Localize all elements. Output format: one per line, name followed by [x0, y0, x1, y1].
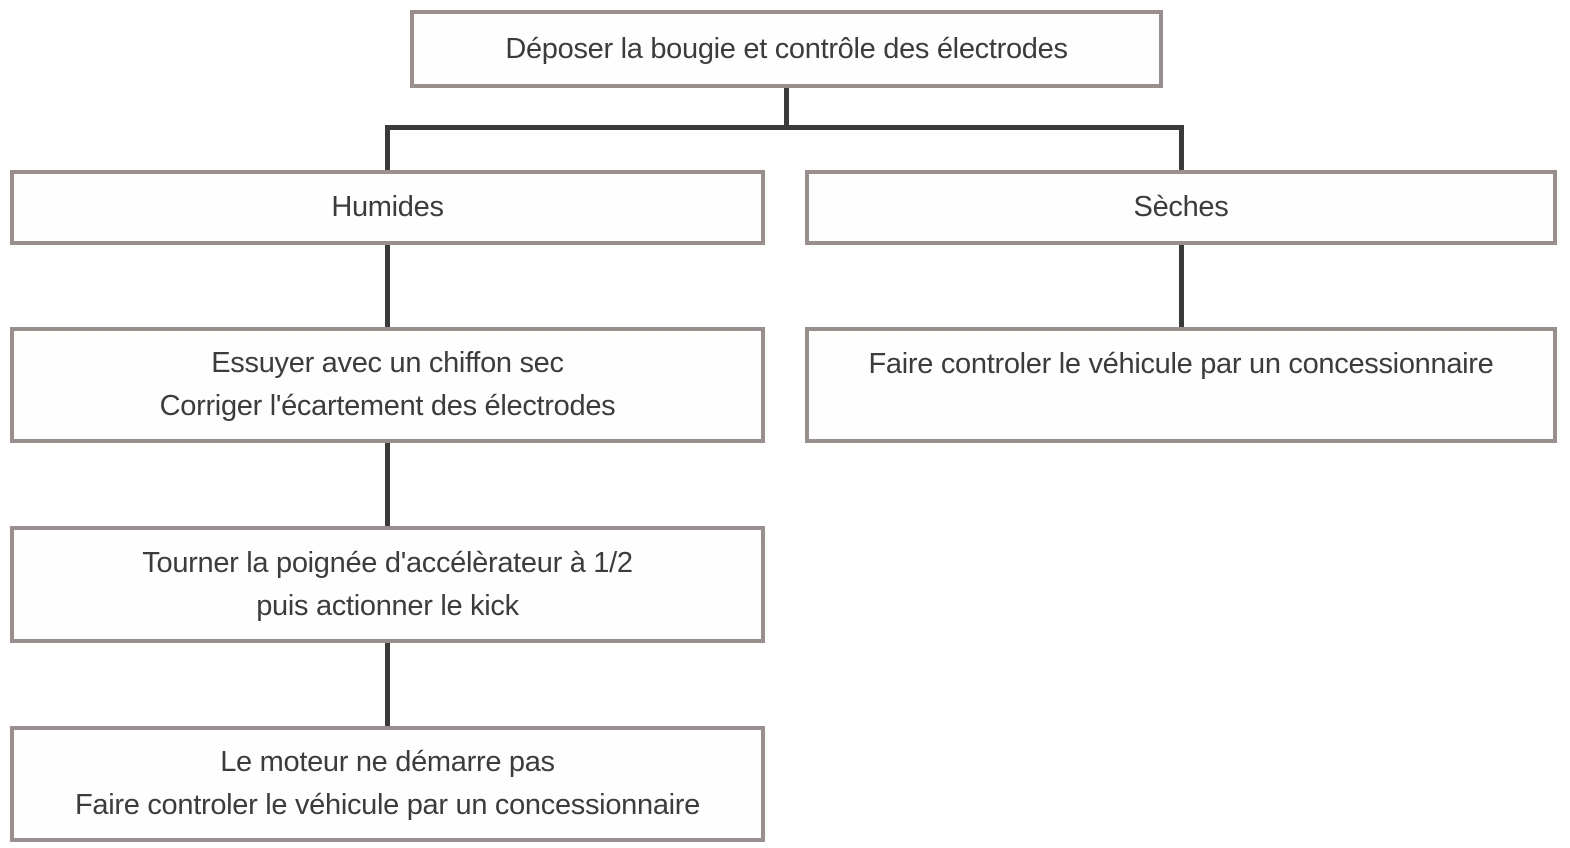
node-moteur-text-line2: Faire controler le véhicule par un conce… — [75, 789, 700, 821]
node-tourner-poignee-text-line2: puis actionner le kick — [256, 589, 519, 622]
connector-root-stub — [784, 88, 789, 129]
node-humides: Humides — [10, 170, 765, 245]
node-essuyer-text-line1: Essuyer avec un chiffon sec — [211, 347, 564, 379]
node-faire-controler-droite: Faire controler le véhicule par un conce… — [805, 327, 1557, 443]
node-humides-text: Humides — [331, 191, 444, 223]
connector-essuyer-tourner — [385, 442, 390, 527]
connector-seches-faire-controler — [1179, 244, 1184, 328]
node-faire-controler-droite-text: Faire controler le véhicule par un conce… — [868, 348, 1494, 380]
connector-tourner-moteur — [385, 642, 390, 727]
node-seches: Sèches — [805, 170, 1557, 245]
node-tourner-poignee-text-line1: Tourner la poignée d'accélèrateur à 1/2 — [142, 546, 633, 579]
node-moteur-ne-demarre-pas: Le moteur ne démarre pas Faire controler… — [10, 726, 765, 842]
node-essuyer-text-line2: Corriger l'écartement des électrodes — [159, 390, 616, 422]
connector-branch-horizontal — [385, 125, 1184, 130]
connector-drop-humides — [385, 125, 390, 171]
node-deposer-bougie-text: Déposer la bougie et contrôle des électr… — [505, 32, 1068, 65]
node-deposer-bougie: Déposer la bougie et contrôle des électr… — [410, 10, 1163, 88]
node-moteur-text-line1: Le moteur ne démarre pas — [220, 746, 555, 778]
node-tourner-poignee: Tourner la poignée d'accélèrateur à 1/2 … — [10, 526, 765, 643]
node-seches-text: Sèches — [1133, 191, 1229, 223]
node-essuyer: Essuyer avec un chiffon sec Corriger l'é… — [10, 327, 765, 443]
connector-humides-essuyer — [385, 244, 390, 328]
connector-drop-seches — [1179, 125, 1184, 171]
